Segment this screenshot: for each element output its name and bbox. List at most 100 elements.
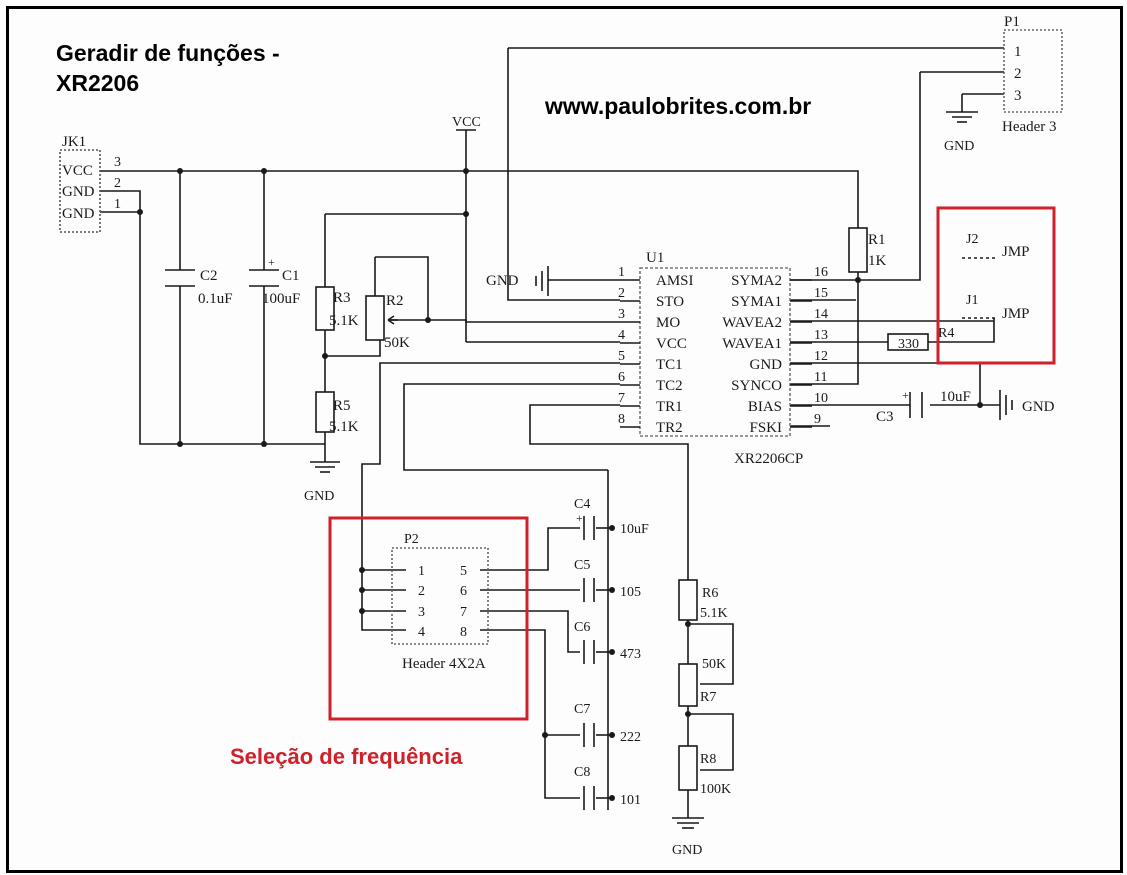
jk1-ref: JK1 — [62, 134, 86, 150]
p2-type: Header 4X2A — [402, 656, 486, 672]
diagram-frame — [6, 6, 1123, 873]
svg-text:+: + — [902, 388, 909, 402]
u1-pin-number: 6 — [618, 370, 625, 385]
u1-pin-number: 14 — [814, 307, 828, 322]
gnd-label: GND — [944, 139, 974, 154]
jk1-pin-num: 2 — [114, 176, 121, 191]
svg-text:+: + — [576, 511, 583, 525]
jumper-j1: J1 JMP — [962, 293, 1030, 322]
c6-value: 473 — [620, 647, 641, 662]
u1-pin-name: STO — [656, 294, 684, 310]
p1-header: P1 1 2 3 Header 3 — [1002, 14, 1063, 135]
gnd-label: GND — [304, 489, 334, 504]
ground-symbol: GND — [944, 111, 978, 154]
gnd-label: GND — [1022, 399, 1055, 415]
p1-pin: 1 — [1014, 44, 1022, 60]
r2-value: 50K — [384, 335, 410, 351]
u1-pin-name: WAVEA1 — [722, 336, 782, 352]
c1-value: 100uF — [262, 291, 300, 307]
u1-pin-number: 12 — [814, 349, 828, 364]
capacitor-c1: + C1 100uF — [249, 255, 300, 307]
u1-pin-name: TR1 — [656, 399, 683, 415]
j2-value: JMP — [1002, 244, 1030, 260]
p1-ref: P1 — [1004, 14, 1020, 30]
frequency-selection-label: Seleção de frequência — [230, 744, 463, 769]
u1-pin-number: 16 — [814, 265, 828, 280]
c1-ref: C1 — [282, 268, 300, 284]
c5-value: 105 — [620, 585, 641, 600]
u1-pin-name: TC1 — [656, 357, 683, 373]
u1-pin-number: 15 — [814, 286, 828, 301]
u1-pin-name: BIAS — [748, 399, 782, 415]
ground-symbol: GND — [304, 461, 340, 504]
r4-value: 330 — [898, 337, 919, 352]
gnd-label: GND — [672, 843, 702, 858]
jk1-pin-num: 3 — [114, 155, 121, 170]
u1-pin-number: 1 — [618, 265, 625, 280]
u1-pin-name: FSKI — [749, 420, 782, 436]
ground-symbol: GND — [999, 390, 1055, 420]
u1-pin-number: 13 — [814, 328, 828, 343]
r7-ref: R7 — [700, 690, 716, 705]
p2-pin: 2 — [418, 584, 425, 599]
r1-value: 1K — [868, 253, 887, 269]
title-line-1: Geradir de funções - — [56, 40, 280, 66]
u1-pin-number: 5 — [618, 349, 625, 364]
c4-ref: C4 — [574, 497, 590, 512]
p1-pin: 3 — [1014, 88, 1022, 104]
capacitor-c5: C5 105 — [574, 558, 641, 602]
r3-value: 5.1K — [329, 313, 359, 329]
p1-type: Header 3 — [1002, 119, 1057, 135]
p2-pin: 7 — [460, 605, 467, 620]
u1-right-pins: 16SYMA215SYMA114WAVEA213WAVEA112GND11SYN… — [722, 265, 828, 436]
r6-ref: R6 — [702, 586, 718, 601]
u1-part: XR2206CP — [734, 451, 803, 467]
c2-ref: C2 — [200, 268, 218, 284]
capacitor-c8: C8 101 — [574, 765, 641, 810]
c4-value: 10uF — [620, 522, 649, 537]
r6-value: 5.1K — [700, 606, 728, 621]
r5-value: 5.1K — [329, 419, 359, 435]
p2-pin: 5 — [460, 564, 467, 579]
c8-value: 101 — [620, 793, 641, 808]
resistor-r5: R5 5.1K — [315, 391, 359, 435]
u1-pin-number: 9 — [814, 412, 821, 427]
u1-pin-name: SYMA1 — [731, 294, 782, 310]
capacitor-c7: C7 222 — [574, 702, 641, 747]
u1-pin-name: GND — [750, 357, 783, 373]
r1-ref: R1 — [868, 232, 886, 248]
c3-ref: C3 — [876, 409, 894, 425]
r8-value: 100K — [700, 782, 731, 797]
vcc-symbol: VCC — [452, 115, 481, 131]
r5-ref: R5 — [333, 398, 351, 414]
u1-pin-name: TC2 — [656, 378, 683, 394]
u1-pin-name: SYMA2 — [731, 273, 782, 289]
u1-ref: U1 — [646, 250, 664, 266]
u1-pin-name: VCC — [656, 336, 687, 352]
u1-pin-name: SYNCO — [731, 378, 782, 394]
r7-value: 50K — [702, 657, 726, 672]
c2-value: 0.1uF — [198, 291, 233, 307]
u1-pin-name: WAVEA2 — [722, 315, 782, 331]
p2-header: P2 1 2 3 4 5 6 7 8 Header 4X2A — [391, 532, 489, 672]
c8-ref: C8 — [574, 765, 590, 780]
capacitor-c3: + C3 10uF — [876, 388, 971, 425]
ground-symbol: GND — [486, 266, 549, 296]
p2-ref: P2 — [404, 532, 419, 547]
u1-pin-number: 4 — [618, 328, 625, 343]
ic-u1: U1 XR2206CP 1AMSI2STO3MO4VCC5TC16TC27TR1… — [618, 250, 828, 467]
u1-pin-number: 3 — [618, 307, 625, 322]
wires — [100, 47, 1004, 818]
c3-value: 10uF — [940, 389, 971, 405]
p2-pin: 8 — [460, 625, 467, 640]
u1-pin-number: 2 — [618, 286, 625, 301]
vcc-label: VCC — [452, 115, 481, 130]
junctions — [137, 168, 983, 801]
page-title: Geradir de funções - XR2206 — [56, 38, 280, 98]
u1-pin-number: 8 — [618, 412, 625, 427]
resistor-r6: R6 5.1K — [678, 579, 728, 621]
ground-symbol: GND — [672, 817, 704, 858]
p2-pin: 4 — [418, 625, 425, 640]
